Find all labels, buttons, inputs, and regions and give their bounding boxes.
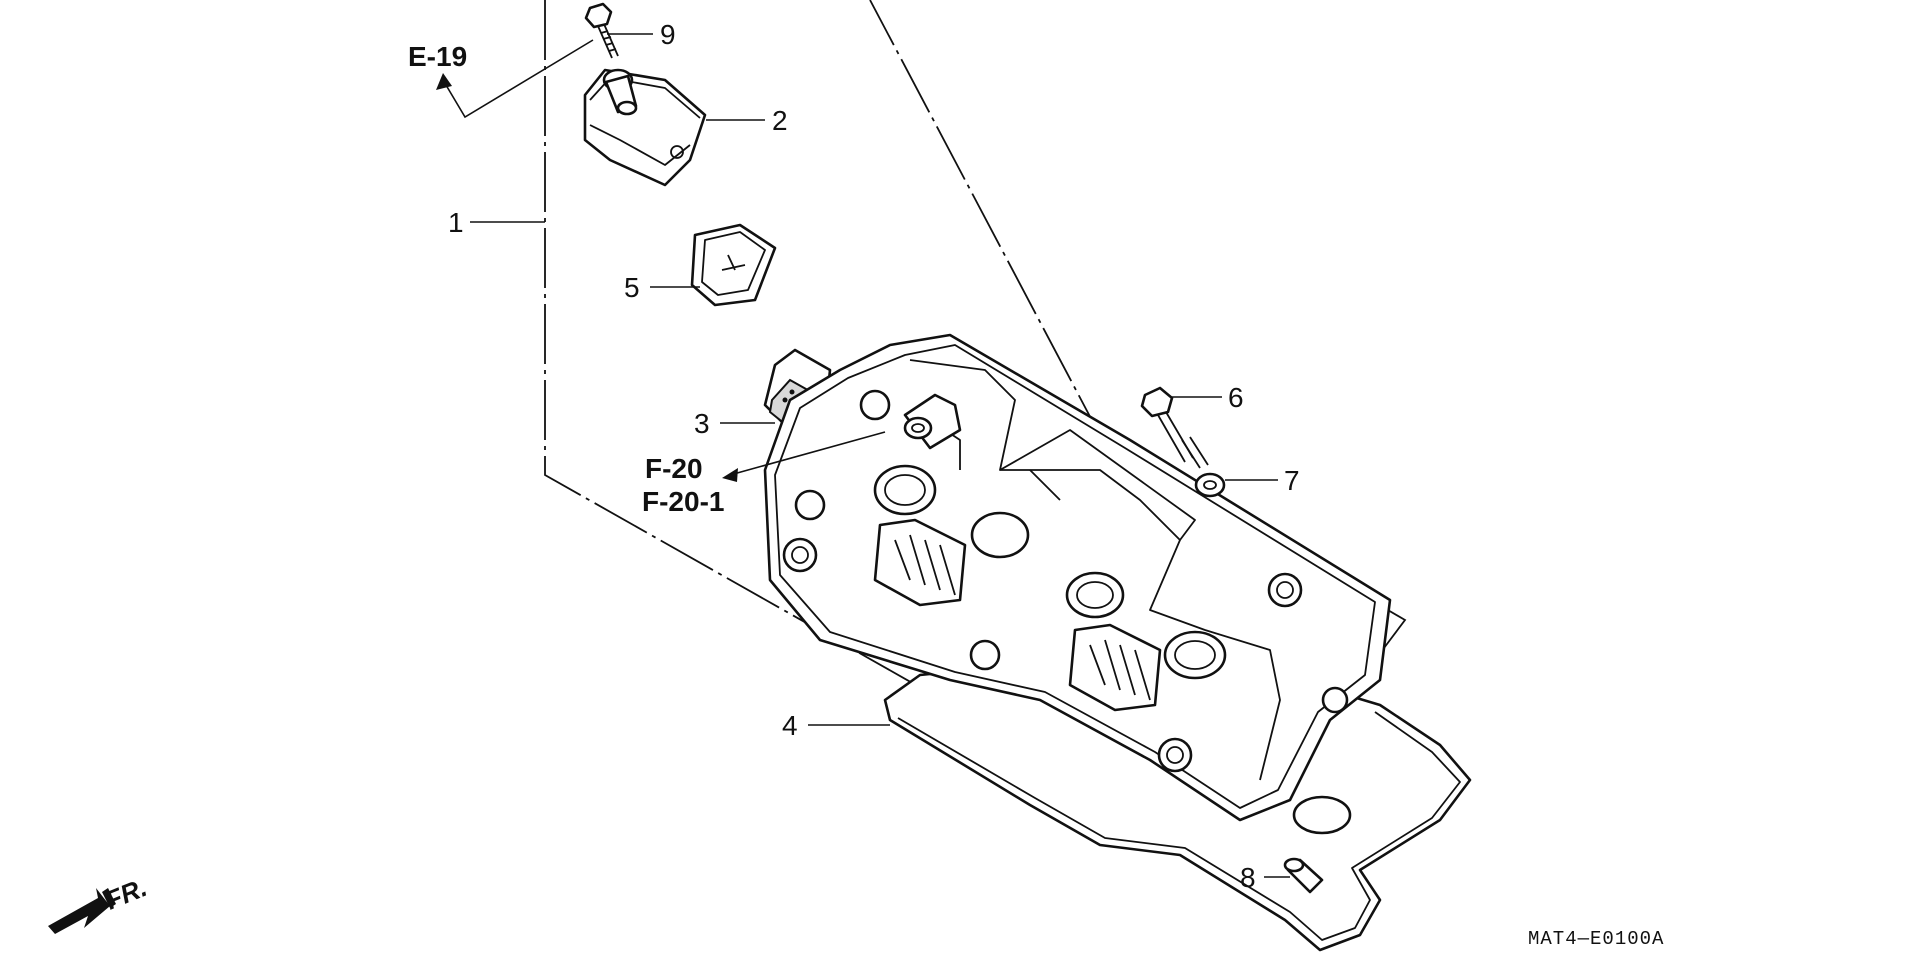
callout-2: 2 bbox=[772, 105, 788, 136]
callout-5: 5 bbox=[624, 272, 640, 303]
reference-f20: F-20 bbox=[645, 453, 703, 484]
part-9-bolt bbox=[584, 2, 619, 59]
callout-3: 3 bbox=[694, 408, 710, 439]
callout-4: 4 bbox=[782, 710, 798, 741]
part-2-breather-cover bbox=[583, 68, 707, 187]
callout-7: 7 bbox=[1284, 465, 1300, 496]
callout-1: 1 bbox=[448, 207, 464, 238]
part-7-washer bbox=[1194, 472, 1226, 498]
front-direction-arrow bbox=[48, 888, 116, 934]
callout-8: 8 bbox=[1240, 862, 1256, 893]
reference-e19: E-19 bbox=[408, 41, 467, 72]
leader-lines bbox=[470, 33, 1290, 878]
drawing-code: MAT4—E0100A bbox=[1528, 928, 1664, 950]
front-indicator-label: FR. bbox=[101, 872, 151, 916]
part-6-bolt bbox=[1140, 386, 1209, 469]
part-8-dowel bbox=[1283, 857, 1324, 894]
callout-6: 6 bbox=[1228, 382, 1244, 413]
callout-9: 9 bbox=[660, 19, 676, 50]
part-1-cylinder-head-cover bbox=[763, 333, 1392, 822]
part-5-plate bbox=[690, 223, 777, 307]
reference-f20-1: F-20-1 bbox=[642, 486, 724, 517]
e19-reference-leader bbox=[436, 39, 594, 119]
